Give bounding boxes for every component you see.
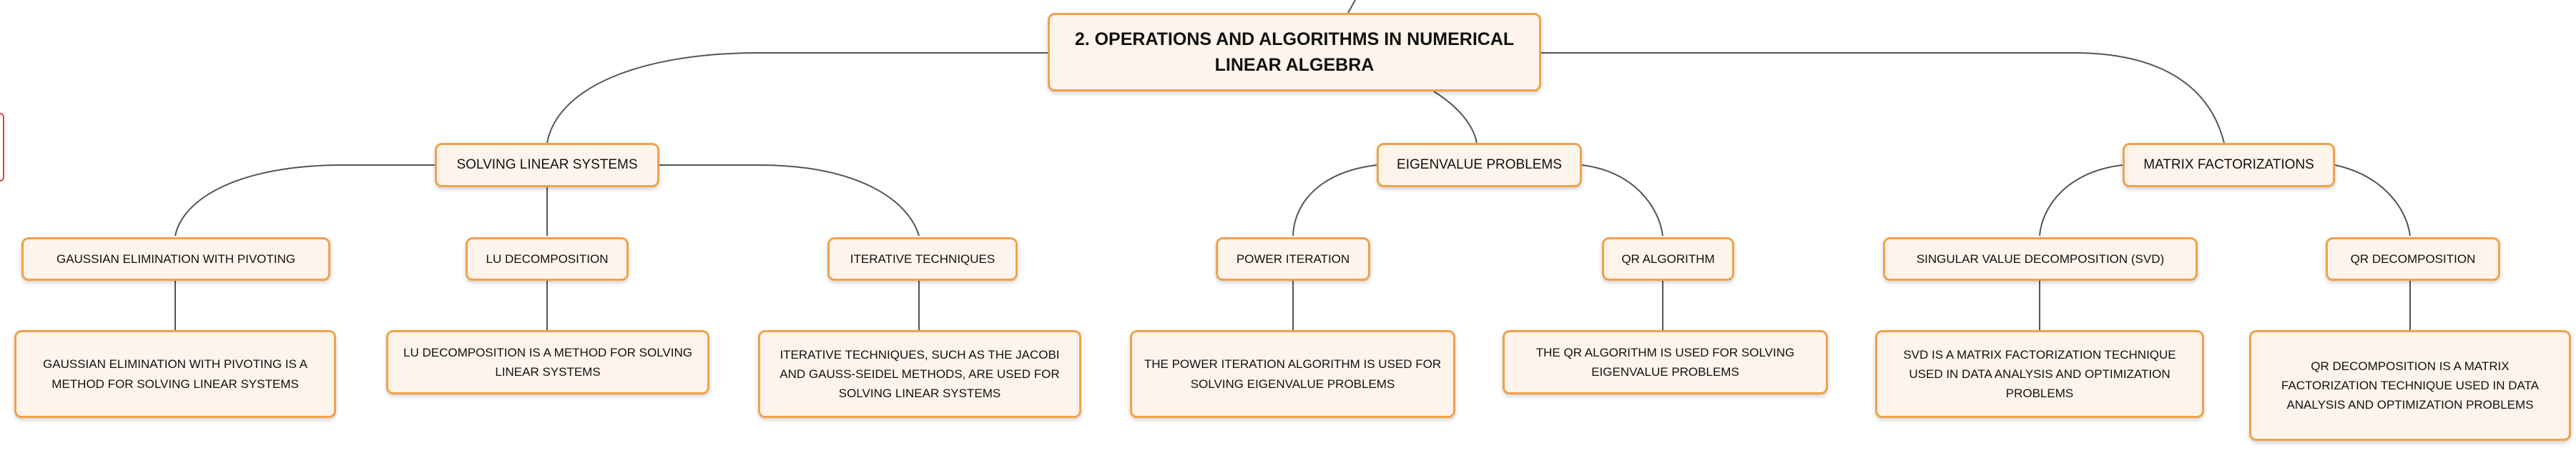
detail-text: GAUSSIAN ELIMINATION WITH PIVOTING IS A …: [43, 357, 308, 391]
collapsed-panel-tab[interactable]: [0, 113, 4, 181]
topic-solving-linear-systems[interactable]: SOLVING LINEAR SYSTEMS: [435, 143, 659, 187]
connector-factor-qrdec: [2334, 164, 2411, 237]
detail-text: LU DECOMPOSITION IS A METHOD FOR SOLVING…: [403, 345, 692, 379]
subtopic-gaussian-elimination[interactable]: GAUSSIAN ELIMINATION WITH PIVOTING: [21, 237, 330, 281]
detail-qr-algorithm[interactable]: THE QR ALGORITHM IS USED FOR SOLVING EIG…: [1503, 330, 1828, 394]
detail-power-iteration[interactable]: THE POWER ITERATION ALGORITHM IS USED FO…: [1130, 330, 1455, 418]
subtopic-qr-algorithm[interactable]: QR ALGORITHM: [1602, 237, 1734, 281]
topic-label: SOLVING LINEAR SYSTEMS: [456, 157, 638, 172]
subtopic-power-iteration[interactable]: POWER ITERATION: [1216, 237, 1370, 281]
detail-text: SVD IS A MATRIX FACTORIZATION TECHNIQUE …: [1903, 347, 2176, 401]
subtopic-lu-decomposition[interactable]: LU DECOMPOSITION: [466, 237, 629, 281]
connector-root-factor: [1541, 52, 2225, 144]
detail-iterative-techniques[interactable]: ITERATIVE TECHNIQUES, SUCH AS THE JACOBI…: [758, 330, 1081, 418]
topic-label: MATRIX FACTORIZATIONS: [2143, 157, 2314, 172]
topic-eigenvalue-problems[interactable]: EIGENVALUE PROBLEMS: [1377, 143, 1582, 187]
subtopic-label: ITERATIVE TECHNIQUES: [850, 252, 996, 266]
subtopic-label: SINGULAR VALUE DECOMPOSITION (SVD): [1916, 252, 2165, 266]
root-node-label: 2. OPERATIONS AND ALGORITHMS IN NUMERICA…: [1074, 29, 1515, 75]
connector-factor-svd: [2039, 164, 2123, 237]
detail-gaussian-elimination[interactable]: GAUSSIAN ELIMINATION WITH PIVOTING IS A …: [14, 330, 336, 418]
subtopic-label: POWER ITERATION: [1236, 252, 1350, 266]
subtopic-label: LU DECOMPOSITION: [486, 252, 609, 266]
connector-eigen-power: [1292, 164, 1377, 237]
connector-root-solving: [546, 52, 1048, 144]
subtopic-svd[interactable]: SINGULAR VALUE DECOMPOSITION (SVD): [1883, 237, 2198, 281]
connector-root-eigen: [1433, 91, 1478, 144]
subtopic-iterative-techniques[interactable]: ITERATIVE TECHNIQUES: [827, 237, 1018, 281]
detail-lu-decomposition[interactable]: LU DECOMPOSITION IS A METHOD FOR SOLVING…: [386, 330, 709, 394]
connector-eigen-qralg: [1581, 164, 1663, 237]
subtopic-label: GAUSSIAN ELIMINATION WITH PIVOTING: [56, 252, 296, 266]
detail-text: QR DECOMPOSITION IS A MATRIX FACTORIZATI…: [2281, 359, 2540, 412]
detail-qr-decomposition[interactable]: QR DECOMPOSITION IS A MATRIX FACTORIZATI…: [2249, 330, 2571, 441]
connector-solving-gauss: [174, 164, 435, 237]
topic-label: EIGENVALUE PROBLEMS: [1397, 157, 1562, 172]
subtopic-label: QR ALGORITHM: [1621, 252, 1715, 266]
connector-solving-iter: [659, 164, 920, 237]
detail-svd[interactable]: SVD IS A MATRIX FACTORIZATION TECHNIQUE …: [1875, 330, 2204, 418]
detail-text: THE POWER ITERATION ALGORITHM IS USED FO…: [1144, 357, 1442, 391]
topic-matrix-factorizations[interactable]: MATRIX FACTORIZATIONS: [2123, 143, 2335, 187]
subtopic-label: QR DECOMPOSITION: [2350, 252, 2476, 266]
detail-text: THE QR ALGORITHM IS USED FOR SOLVING EIG…: [1535, 345, 1795, 379]
connector-root-parent: [1347, 0, 1356, 14]
subtopic-qr-decomposition[interactable]: QR DECOMPOSITION: [2326, 237, 2500, 281]
root-node[interactable]: 2. OPERATIONS AND ALGORITHMS IN NUMERICA…: [1048, 13, 1541, 91]
detail-text: ITERATIVE TECHNIQUES, SUCH AS THE JACOBI…: [780, 347, 1060, 401]
